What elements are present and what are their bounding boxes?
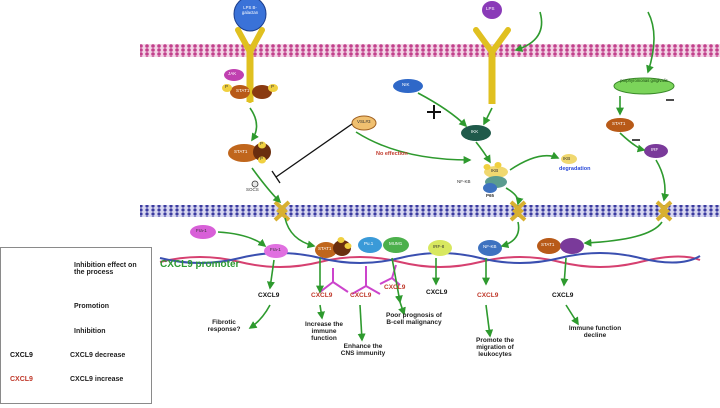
stat-dimer-cyto bbox=[228, 144, 260, 162]
stat-left-a bbox=[230, 85, 250, 99]
outcome-1: Fibrotic response? bbox=[207, 319, 241, 333]
label-irf8: IRF-8 bbox=[433, 244, 445, 249]
label-jak-left: JAK bbox=[228, 71, 237, 76]
ligand-left bbox=[233, 0, 267, 32]
legend-box bbox=[0, 247, 152, 404]
nik-node bbox=[393, 79, 423, 93]
label-stat-right: STAT1 bbox=[612, 121, 626, 126]
label-no-effect: No effection bbox=[376, 151, 408, 157]
gene-3: CXCL9 bbox=[350, 292, 372, 299]
legend-promotion-text: Promotion bbox=[74, 303, 109, 310]
gene-7: CXCL9 bbox=[552, 292, 574, 299]
nuclear-pore-3 bbox=[655, 200, 673, 222]
gene-1: CXCL9 bbox=[258, 292, 280, 299]
nuclear-membrane bbox=[140, 205, 720, 217]
p-ikb-b bbox=[494, 162, 502, 168]
nfkb-nuc-node bbox=[478, 240, 502, 256]
inhibition-line bbox=[271, 123, 353, 184]
label-p-cyto-b: P bbox=[260, 156, 264, 161]
stat-nuc-right-b bbox=[560, 238, 584, 254]
outcome-6: Immune function decline bbox=[568, 325, 622, 339]
label-stat-left: STAT1 bbox=[236, 88, 250, 93]
ikb-node bbox=[484, 166, 508, 178]
label-fra1-in: Fra-1 bbox=[270, 247, 281, 252]
label-p65: P65 bbox=[486, 193, 495, 198]
label-stat-nuc-right: STAT1 bbox=[541, 242, 555, 247]
nuclear-pore-1 bbox=[273, 200, 291, 222]
mum1-node bbox=[383, 237, 409, 253]
legend-increase-gene: CXCL9 bbox=[10, 376, 33, 383]
jak-left bbox=[224, 69, 244, 81]
outcome-4: Poor prognosis of B-cell malignancy bbox=[386, 312, 442, 326]
legend-decrease-text: CXCL9 decrease bbox=[70, 352, 126, 359]
label-ligand-left: LPS B-galactan bbox=[241, 5, 259, 15]
p-cyto-b bbox=[258, 156, 266, 164]
stat-right-node bbox=[606, 118, 634, 132]
nuc-stat-a bbox=[315, 242, 337, 258]
ligand-right bbox=[482, 1, 502, 19]
outcome-3: Enhance the CNS immunity bbox=[340, 343, 386, 357]
label-degradation: degradation bbox=[559, 166, 591, 172]
p-ikb-a bbox=[483, 164, 491, 170]
pu1-node bbox=[358, 237, 382, 253]
label-nfkb: NF-KB bbox=[457, 179, 471, 184]
ikb-degraded bbox=[561, 154, 577, 164]
fra1-out-node bbox=[190, 225, 216, 239]
cell-membrane bbox=[140, 44, 720, 57]
label-mum1: MUM1 bbox=[389, 241, 403, 246]
nuc-p-a bbox=[337, 237, 345, 243]
outcome-2: Increase the immune function bbox=[305, 321, 343, 342]
p-left-a bbox=[222, 84, 232, 92]
p-cyto-a bbox=[258, 141, 266, 149]
promotion-plus bbox=[427, 105, 441, 119]
vsl-node bbox=[351, 115, 377, 131]
legend-decrease-gene: CXCL9 bbox=[10, 352, 33, 359]
label-nfkb-nuc: NF-KB bbox=[483, 244, 497, 249]
label-vsl: VSL#3 bbox=[357, 119, 371, 124]
label-ligand-right: LPS bbox=[486, 6, 495, 11]
label-p-cyto-a: P bbox=[260, 141, 264, 146]
label-fra1-out: Fra-1 bbox=[196, 228, 207, 233]
green-arrows bbox=[217, 11, 670, 342]
promoter-label: CXCL9 promoter bbox=[160, 259, 240, 270]
nuc-p-b bbox=[344, 243, 352, 249]
receptor-left bbox=[235, 27, 265, 103]
bacterium bbox=[613, 77, 675, 95]
socs-mark bbox=[251, 180, 259, 188]
stat-nuc-right-a bbox=[537, 238, 561, 254]
p-left-b bbox=[268, 84, 278, 92]
outcome-5: Promote the migration of leukocytes bbox=[476, 337, 514, 358]
gene-5: CXCL9 bbox=[426, 289, 448, 296]
gene-2: CXCL9 bbox=[311, 292, 333, 299]
stat-left-b bbox=[252, 85, 272, 99]
label-pu1: Pu.1 bbox=[364, 241, 374, 246]
label-socs: SOCS bbox=[246, 187, 259, 192]
receptor-right bbox=[473, 27, 511, 104]
irf-right-node bbox=[644, 144, 668, 158]
label-p-left-a: P bbox=[225, 84, 229, 89]
legend-inhibition-sign-text: Inhibition bbox=[74, 328, 106, 335]
label-nuc-stat: STAT1 bbox=[318, 246, 332, 251]
gene-4: CXCL9 bbox=[384, 284, 406, 291]
label-ikb-degraded: IKB bbox=[563, 156, 571, 161]
stat-dimer-cyto-b bbox=[253, 143, 271, 161]
label-stat-cyto: STAT1 bbox=[234, 149, 248, 154]
label-bacterium: porphyromonas gingivalis bbox=[620, 78, 668, 83]
label-p-left-b: P bbox=[271, 84, 275, 89]
legend-inhibition-text: Inhibition effect on the process bbox=[74, 262, 137, 277]
irf8-node bbox=[428, 240, 452, 256]
ikk-node bbox=[461, 125, 491, 141]
label-irf-right: IRF bbox=[651, 147, 659, 152]
p65-node bbox=[483, 183, 497, 193]
label-ikb: IKB bbox=[491, 168, 499, 173]
label-ikk: IKK bbox=[471, 129, 479, 134]
fra1-in-node bbox=[264, 244, 288, 258]
gene-6: CXCL9 bbox=[477, 292, 499, 299]
dna-strand bbox=[159, 252, 701, 268]
legend-increase-text: CXCL9 increase bbox=[70, 376, 124, 383]
label-nik: NIK bbox=[402, 82, 410, 87]
